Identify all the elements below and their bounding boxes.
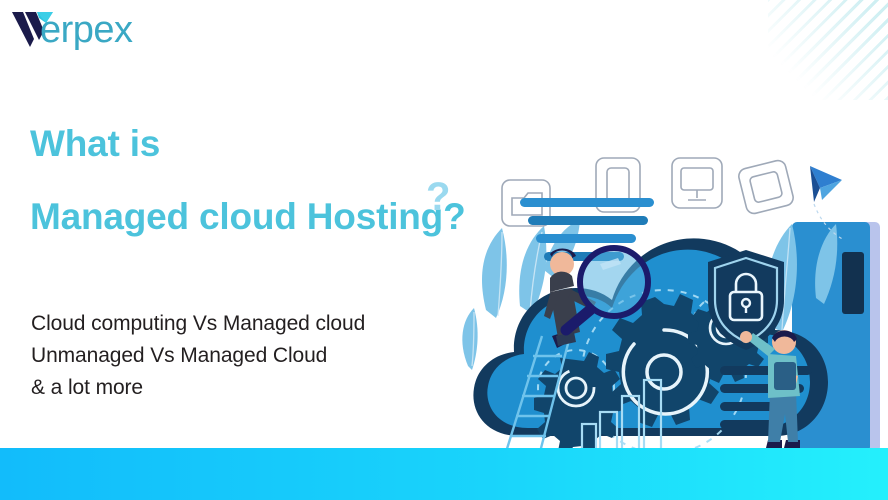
monitor-icon [671, 157, 723, 209]
device-icons [501, 157, 794, 227]
person-with-tablet [740, 330, 800, 448]
leaf-veins-right [781, 227, 791, 331]
magnifying-glass [560, 245, 651, 336]
page-title: What is Managed cloud Hosting? [30, 125, 470, 235]
paper-plane-icon [810, 166, 842, 202]
corner-stripe-pattern [768, 0, 888, 100]
managed-cloud-hosting-illustration: ? [424, 140, 888, 452]
shield-lock-icon [708, 250, 784, 350]
plane-trail [813, 203, 845, 241]
verpex-logo[interactable]: erpex [10, 6, 133, 54]
question-mark: ? [426, 175, 450, 219]
subtitle-line-3: & a lot more [31, 375, 144, 399]
subtitle-line-1: Cloud computing Vs Managed cloud [31, 312, 366, 335]
tablet-icon [738, 159, 794, 215]
illustration-svg: ? [426, 157, 880, 452]
subtitle-list: Cloud computing Vs Managed cloud Unmanag… [31, 308, 461, 404]
bottom-accent-bar [0, 448, 888, 500]
subtitle-line-2: Unmanaged Vs Managed Cloud [31, 343, 328, 367]
headline-line-2: Managed cloud Hosting? [30, 196, 466, 237]
headline-line-1: What is [30, 123, 161, 164]
verpex-v-logo-icon [12, 12, 53, 47]
ladder [504, 335, 572, 452]
logo-wordmark: erpex [40, 9, 133, 51]
